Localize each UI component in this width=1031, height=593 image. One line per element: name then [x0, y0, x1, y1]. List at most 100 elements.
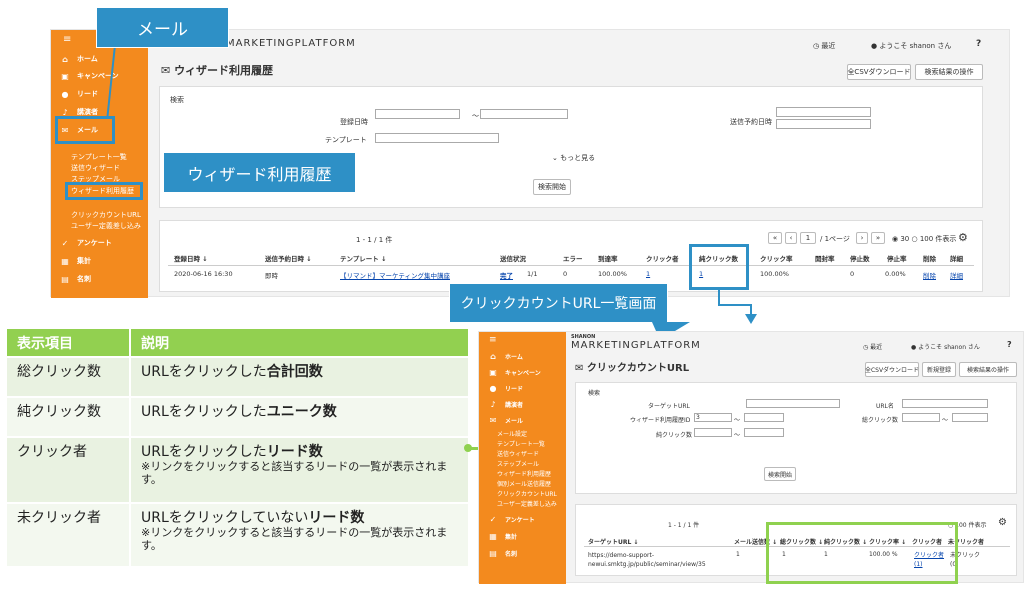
row-nonclicker[interactable]: 未クリック(0) — [950, 552, 981, 568]
sidebar-sub-send-wizard[interactable]: 送信ウィザード — [497, 451, 540, 458]
row-clicker-link[interactable]: 1 — [646, 270, 651, 278]
sidebar-sub-template-list[interactable]: テンプレート一覧 — [71, 153, 127, 161]
row-unique-click-link[interactable]: 1 — [699, 270, 704, 278]
col-unique-click[interactable]: 純クリック数 ↓ — [824, 539, 868, 546]
connector-line — [718, 304, 752, 306]
row-clicker-link[interactable]: クリック者(1) — [914, 552, 945, 568]
sidebar-item-campaign[interactable]: ▣キャンペーン — [61, 71, 119, 81]
target-url-input[interactable] — [746, 399, 840, 408]
help-icon[interactable]: ? — [976, 39, 982, 49]
wizard-id-to[interactable] — [744, 413, 784, 422]
total-click-from[interactable] — [902, 413, 940, 422]
sidebar-item-stats[interactable]: ▦集計 — [61, 256, 91, 266]
send-date-from[interactable] — [776, 107, 871, 117]
per-page-radio[interactable]: ○ 100 件表示 — [948, 522, 987, 529]
reg-date-to[interactable] — [480, 109, 568, 119]
app-screenshot-wizard-history: ≡ ⌂ホーム ▣キャンペーン ●リード ♪講演者 ✉メール テンプレート一覧 送… — [50, 29, 1010, 298]
row-status[interactable]: 完了 — [500, 272, 513, 280]
sidebar-item-survey[interactable]: ✓アンケート — [61, 238, 112, 248]
wizard-id-from[interactable]: 3 — [694, 413, 732, 422]
new-button[interactable]: 新規登録 — [922, 362, 956, 377]
hamburger-icon[interactable]: ≡ — [63, 34, 72, 45]
row-detail-link[interactable]: 詳細 — [950, 272, 963, 280]
reg-date-from[interactable] — [375, 109, 460, 119]
total-click-to[interactable] — [952, 413, 988, 422]
row-unique: 1 — [824, 551, 828, 558]
unique-click-from[interactable] — [694, 428, 732, 437]
sidebar-sub-step-mail[interactable]: ステップメール — [71, 175, 120, 183]
sidebar-sub-send-wizard[interactable]: 送信ウィザード — [71, 164, 120, 172]
history-icon: ◷ — [813, 42, 820, 50]
sidebar-sub-wizard-history[interactable]: ウィザード利用履歴 — [71, 187, 134, 195]
sidebar-item-survey[interactable]: ✓アンケート — [489, 515, 535, 524]
first-page-button[interactable]: « — [768, 232, 782, 244]
col-click-rate[interactable]: クリック率 ↓ — [869, 539, 907, 546]
col-stop-count: 停止数 — [850, 255, 870, 263]
sidebar-sub-wizard-history[interactable]: ウィザード利用履歴 — [497, 471, 552, 478]
search-button[interactable]: 検索開始 — [764, 467, 796, 481]
row-rate: 100.00 % — [869, 551, 898, 558]
sidebar-item-card[interactable]: ▤名刺 — [489, 549, 518, 558]
send-date-to[interactable] — [776, 119, 871, 129]
send-date-label: 送信予約日時 — [730, 118, 772, 126]
sidebar-item-lead[interactable]: ●リード — [489, 384, 524, 393]
sidebar-item-speaker[interactable]: ♪講演者 — [62, 107, 98, 117]
page-input[interactable]: 1 — [800, 232, 816, 244]
row-reg-date: 2020-06-16 16:30 — [174, 270, 233, 278]
more-link[interactable]: ⌄ もっと見る — [552, 154, 596, 162]
next-page-button[interactable]: › — [856, 232, 868, 244]
col-total-click[interactable]: 総クリック数 ↓ — [780, 539, 824, 546]
sidebar-item-stats[interactable]: ▦集計 — [489, 532, 518, 541]
csv-download-button[interactable]: 全CSVダウンロード — [865, 362, 919, 377]
connector-line — [718, 290, 720, 304]
brand-small: SHANON — [571, 334, 596, 340]
person-icon: ● — [489, 384, 497, 393]
hamburger-icon[interactable]: ≡ — [489, 335, 497, 345]
col-template[interactable]: テンプレート ↓ — [340, 255, 387, 263]
total-click-label: 総クリック数 — [862, 417, 899, 424]
sidebar-item-speaker[interactable]: ♪講演者 — [490, 400, 524, 409]
col-reg-date[interactable]: 登録日時 ↓ — [174, 255, 208, 263]
sidebar-sub-click-count-url[interactable]: クリックカウントURL — [497, 491, 557, 498]
header-recent[interactable]: ◷ 最近 — [813, 42, 836, 50]
csv-download-button[interactable]: 全CSVダウンロード — [847, 64, 911, 80]
row-template-link[interactable]: 【リマンド】マーケティング集中講座 — [340, 272, 450, 280]
sidebar-sub-individual-mail[interactable]: 個別メール送信履歴 — [497, 481, 552, 488]
sidebar-item-lead[interactable]: ●リード — [61, 89, 99, 99]
result-ops-button[interactable]: 検索結果の操作 — [959, 362, 1017, 377]
url-name-input[interactable] — [902, 399, 988, 408]
sidebar-item-home[interactable]: ⌂ホーム — [490, 352, 523, 361]
gear-icon[interactable]: ⚙ — [998, 517, 1007, 528]
arrow-down-icon — [745, 314, 757, 324]
search-button[interactable]: 検索開始 — [533, 179, 571, 195]
prev-page-button[interactable]: ‹ — [785, 232, 797, 244]
sidebar-sub-step-mail[interactable]: ステップメール — [497, 461, 540, 468]
mic-icon: ♪ — [490, 400, 496, 409]
sidebar-sub-template-list[interactable]: テンプレート一覧 — [497, 441, 545, 448]
sidebar-item-home[interactable]: ⌂ホーム — [62, 54, 98, 64]
unique-click-to[interactable] — [744, 428, 784, 437]
col-sent[interactable]: メール送信数 ↓ — [734, 539, 778, 546]
per-page-radio[interactable]: ◉ 30 ○ 100 件表示 — [892, 235, 957, 243]
table-cell-desc: URLをクリックした合計回数 — [131, 358, 468, 396]
sidebar-item-mail[interactable]: ✉メール — [61, 125, 98, 135]
gear-icon[interactable]: ⚙ — [958, 231, 968, 244]
help-icon[interactable]: ? — [1007, 340, 1012, 349]
user-icon: ● — [871, 42, 878, 50]
sidebar-item-card[interactable]: ▤名刺 — [61, 274, 91, 284]
header-recent[interactable]: ◷ 最近 — [863, 344, 883, 351]
result-ops-button[interactable]: 検索結果の操作 — [915, 64, 983, 80]
col-target-url[interactable]: ターゲットURL ↓ — [588, 539, 639, 546]
row-delete-link[interactable]: 削除 — [923, 272, 936, 280]
col-send-date[interactable]: 送信予約日時 ↓ — [265, 255, 312, 263]
sidebar-sub-mail-settings[interactable]: メール設定 — [497, 431, 528, 438]
template-select[interactable] — [375, 133, 499, 143]
sidebar-sub-click-count-url[interactable]: クリックカウントURL — [71, 211, 141, 219]
sidebar-sub-user-defined[interactable]: ユーザー定義差し込み — [71, 222, 141, 230]
row-click-rate: 100.00% — [760, 270, 789, 278]
sidebar-item-mail[interactable]: ✉メール — [489, 416, 524, 425]
sidebar-sub-user-defined[interactable]: ユーザー定義差し込み — [497, 501, 557, 508]
last-page-button[interactable]: » — [871, 232, 885, 244]
sidebar-item-campaign[interactable]: ▣キャンペーン — [489, 368, 541, 377]
col-unique-click: 純クリック数 — [699, 255, 738, 263]
